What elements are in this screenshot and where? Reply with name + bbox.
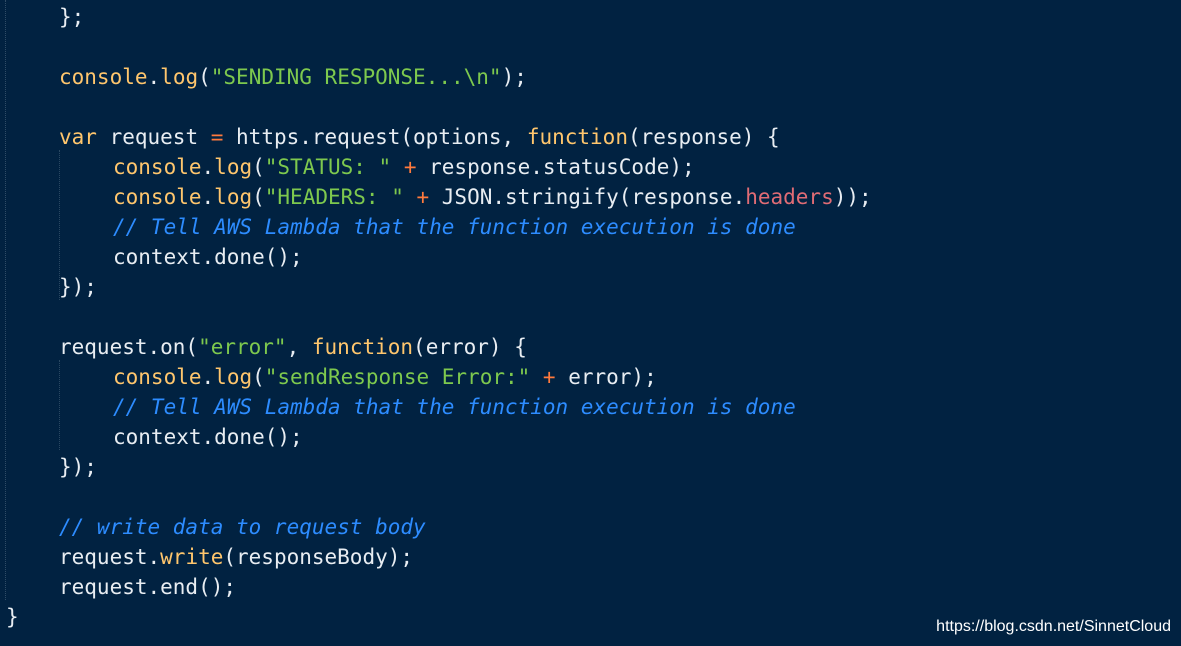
code-line[interactable]: // Tell AWS Lambda that the function exe… [113, 392, 796, 422]
code-token: log [214, 185, 253, 209]
code-line[interactable]: }; [59, 2, 84, 32]
code-token: function [526, 125, 628, 149]
code-token: = [210, 125, 224, 149]
code-line[interactable]: }); [59, 272, 97, 302]
code-token: request.on( [59, 335, 199, 359]
code-token: (error) { [413, 335, 527, 359]
code-token: + [530, 365, 569, 389]
code-token: + [403, 185, 442, 209]
code-token: // write data to request body [59, 515, 426, 539]
code-line[interactable]: } [6, 602, 19, 632]
code-token: "error" [198, 335, 287, 359]
code-token: "STATUS: " [264, 155, 392, 179]
code-token: "SENDING RESPONSE...\n" [210, 65, 502, 89]
code-token: }; [59, 5, 85, 29]
code-token: var [59, 125, 97, 149]
code-token: )); [833, 185, 872, 209]
code-line[interactable]: }); [59, 452, 97, 482]
code-token: ( [198, 65, 211, 89]
code-line[interactable]: console.log("sendResponse Error:" + erro… [113, 362, 657, 392]
indent-guide [59, 150, 60, 300]
code-token: log [214, 365, 253, 389]
code-token: + [391, 155, 430, 179]
code-line[interactable]: // write data to request body [59, 512, 426, 542]
code-line[interactable]: console.log("HEADERS: " + JSON.stringify… [113, 182, 872, 212]
gutter-guide [5, 0, 6, 600]
code-token: console [113, 155, 202, 179]
code-token: ( [252, 185, 265, 209]
code-token: ); [501, 65, 527, 89]
code-token: log [160, 65, 199, 89]
code-token: ( [252, 365, 265, 389]
code-token: function [311, 335, 414, 359]
code-line[interactable]: var request = https.request(options, fun… [59, 122, 780, 152]
code-token: "sendResponse Error:" [264, 365, 531, 389]
code-token: }); [59, 275, 97, 299]
code-token: . [201, 155, 215, 179]
code-token: . [201, 365, 215, 389]
code-token: error); [568, 365, 657, 389]
code-token: "HEADERS: " [264, 185, 404, 209]
code-token: // Tell AWS Lambda that the function exe… [113, 215, 796, 239]
code-token: }); [59, 455, 97, 479]
code-token: https.request(options, [223, 125, 527, 149]
code-token: JSON.stringify(response. [441, 185, 746, 209]
code-token: request [96, 125, 211, 149]
code-token: } [6, 605, 19, 629]
code-token: context.done(); [113, 245, 303, 269]
code-token: console [113, 365, 202, 389]
code-token: write [160, 545, 224, 569]
code-token: request. [59, 545, 161, 569]
code-token: log [214, 155, 253, 179]
indent-guide [59, 360, 60, 450]
code-token: , [286, 335, 312, 359]
code-line[interactable]: request.on("error", function(error) { [59, 332, 527, 362]
code-token: ( [252, 155, 265, 179]
code-line[interactable]: request.end(); [59, 572, 236, 602]
watermark: https://blog.csdn.net/SinnetCloud [936, 618, 1171, 635]
code-line[interactable]: context.done(); [113, 242, 303, 272]
code-token: context.done(); [113, 425, 303, 449]
code-token: headers [745, 185, 834, 209]
code-token: . [147, 65, 161, 89]
code-token: console [59, 65, 148, 89]
code-token: console [113, 185, 202, 209]
code-line[interactable]: console.log("STATUS: " + response.status… [113, 152, 695, 182]
code-line[interactable]: console.log("SENDING RESPONSE...\n"); [59, 62, 527, 92]
code-token: response.statusCode); [429, 155, 695, 179]
code-line[interactable]: request.write(responseBody); [59, 542, 413, 572]
code-line[interactable]: // Tell AWS Lambda that the function exe… [113, 212, 796, 242]
code-line[interactable]: context.done(); [113, 422, 303, 452]
code-token: (response) { [627, 125, 780, 149]
code-token: (responseBody); [223, 545, 414, 569]
code-token: . [201, 185, 215, 209]
code-token: request.end(); [59, 575, 237, 599]
code-token: // Tell AWS Lambda that the function exe… [113, 395, 796, 419]
